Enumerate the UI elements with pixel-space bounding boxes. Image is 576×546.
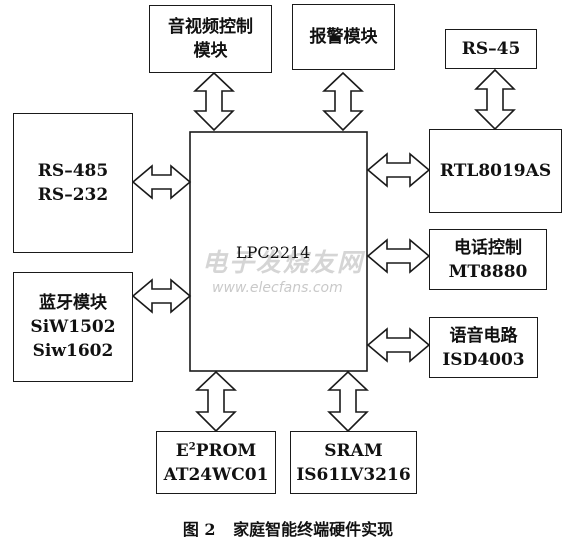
arrow-av-cpu xyxy=(192,71,236,132)
voice-circuit-label-1: 语音电路 xyxy=(449,325,518,346)
serial-label-1: RS–485 xyxy=(37,161,109,181)
bluetooth-label-3: Siw1602 xyxy=(32,341,114,361)
voice-circuit-label-2: ISD4003 xyxy=(442,349,525,370)
eeprom-prefix: E xyxy=(175,440,189,461)
cpu-block xyxy=(189,131,368,372)
bluetooth-block: 蓝牙模块 SiW1502 Siw1602 xyxy=(13,272,133,382)
eeprom-label-1: E2PROM xyxy=(176,439,256,463)
arrow-alarm-cpu xyxy=(321,71,365,132)
arrow-rs45-ethernet xyxy=(474,68,516,131)
av-control-label-1: 音视频控制 xyxy=(168,17,253,37)
arrow-cpu-voice xyxy=(366,327,431,363)
serial-block: RS–485 RS–232 xyxy=(13,113,133,253)
ethernet-block: RTL8019AS xyxy=(429,129,562,213)
eeprom-block: E2PROM AT24WC01 xyxy=(156,431,276,494)
arrow-cpu-phone xyxy=(366,238,431,274)
phone-control-label-1: 电话控制 xyxy=(454,237,522,258)
sram-label-2: IS61LV3216 xyxy=(296,464,411,485)
watermark-url: www.elecfans.com xyxy=(212,280,343,296)
sram-block: SRAM IS61LV3216 xyxy=(290,431,417,494)
av-control-label-2: 模块 xyxy=(193,41,228,61)
arrow-cpu-sram xyxy=(326,370,370,433)
bluetooth-label-2: SiW1502 xyxy=(30,317,116,337)
alarm-block: 报警模块 xyxy=(292,4,395,70)
figure-number: 图 2 xyxy=(182,520,216,539)
cpu-label: LPC2214 xyxy=(236,243,311,262)
figure-caption: 图 2 家庭智能终端硬件实现 xyxy=(0,516,576,540)
watermark-text: 电子发烧友网 xyxy=(202,248,365,277)
arrow-cpu-eeprom xyxy=(194,370,238,433)
alarm-label: 报警模块 xyxy=(309,27,378,47)
figure-title: 家庭智能终端硬件实现 xyxy=(233,520,394,539)
voice-circuit-block: 语音电路 ISD4003 xyxy=(429,317,538,378)
eeprom-suffix: PROM xyxy=(195,440,257,461)
rs45-block: RS–45 xyxy=(445,29,537,69)
eeprom-superscript: 2 xyxy=(188,440,196,452)
arrow-bluetooth-cpu xyxy=(131,278,192,314)
eeprom-label-2: AT24WC01 xyxy=(163,464,269,485)
sram-label-1: SRAM xyxy=(324,440,383,461)
av-control-block: 音视频控制 模块 xyxy=(149,5,272,73)
bluetooth-label-1: 蓝牙模块 xyxy=(39,293,107,313)
ethernet-label: RTL8019AS xyxy=(439,161,552,181)
phone-control-block: 电话控制 MT8880 xyxy=(429,229,547,290)
phone-control-label-2: MT8880 xyxy=(448,261,528,282)
arrow-serial-cpu xyxy=(131,164,192,200)
rs45-label: RS–45 xyxy=(461,39,521,59)
arrow-cpu-ethernet xyxy=(366,152,431,188)
serial-label-2: RS–232 xyxy=(37,185,109,205)
